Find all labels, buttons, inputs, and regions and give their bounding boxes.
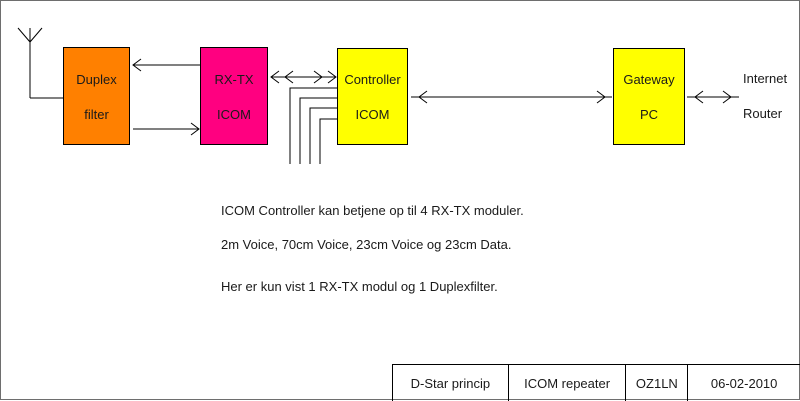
title-block-cell: D-Star princip [393, 365, 509, 401]
antenna-icon [17, 27, 63, 99]
duplex-filter-block: Duplex filter [63, 47, 130, 145]
block-label: filter [84, 107, 109, 122]
note-text: 2m Voice, 70cm Voice, 23cm Voice og 23cm… [221, 237, 512, 252]
note-text: Her er kun vist 1 RX-TX modul og 1 Duple… [221, 279, 498, 294]
title-block-cell: OZ1LN [626, 365, 689, 401]
block-label: PC [639, 107, 659, 122]
controller-block: Controller ICOM [337, 48, 408, 145]
router-label: Router [743, 106, 783, 121]
block-label: ICOM [355, 107, 390, 122]
module-port-lines [289, 87, 337, 164]
block-label: RX-TX [214, 72, 254, 87]
rx-tx-block: RX-TX ICOM [200, 47, 268, 145]
internet-label: Internet [743, 71, 788, 86]
title-block: D-Star princip ICOM repeater OZ1LN 06-02… [392, 364, 800, 401]
arrow-icon [133, 122, 200, 136]
gateway-block: Gateway PC [613, 48, 685, 145]
block-label: Duplex [76, 72, 117, 87]
block-label: ICOM [217, 107, 251, 122]
title-block-cell: 06-02-2010 [710, 375, 778, 391]
arrow-icon [132, 58, 200, 72]
block-label: Gateway [623, 72, 675, 87]
arrow-icon [411, 90, 612, 104]
title-block-cell: ICOM repeater [509, 365, 627, 401]
block-label: Controller [344, 72, 401, 87]
arrow-icon [687, 90, 739, 104]
note-text: ICOM Controller kan betjene op til 4 RX-… [221, 203, 524, 218]
arrow-icon [270, 70, 337, 84]
